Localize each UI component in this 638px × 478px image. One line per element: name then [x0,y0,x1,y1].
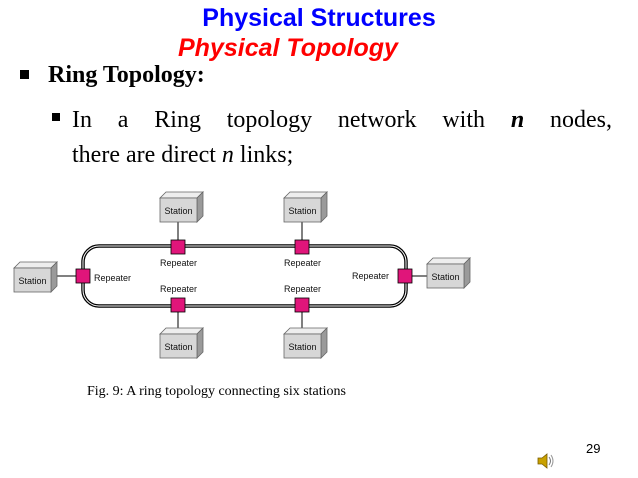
repeater-right [397,268,413,284]
station-label: Station [18,276,46,286]
repeater-bottom-left [170,297,186,313]
station-bottom-left: Station [159,327,204,359]
repeater-label: Repeater [94,273,131,283]
text-part: In a Ring topology network with [72,107,511,133]
var-n: n [221,142,234,168]
sub-bullet-marker [52,113,60,121]
repeater-label: Repeater [284,284,321,294]
repeater-left [75,268,91,284]
text-part: nodes, [524,107,613,133]
repeater-bottom-right [294,297,310,313]
station-top-right: Station [283,191,328,223]
station-left: Station [13,261,58,293]
slide-title: Physical Structures [202,4,436,32]
repeater-label: Repeater [160,258,197,268]
station-label: Station [288,342,316,352]
figure-caption: Fig. 9: A ring topology connecting six s… [87,384,346,399]
station-right: Station [426,257,471,289]
station-label: Station [164,206,192,216]
station-top-left: Station [159,191,204,223]
bullet-ring-topology: Ring Topology: [48,62,205,88]
station-label: Station [288,206,316,216]
station-label: Station [431,272,459,282]
repeater-top-left [170,239,186,255]
repeater-top-right [294,239,310,255]
sub-bullet-line-2: there are direct n links; [72,138,293,173]
repeater-label: Repeater [352,271,389,281]
bullet-marker [20,70,29,79]
speaker-icon[interactable] [536,452,556,470]
slide-subtitle: Physical Topology [178,34,398,62]
ring-topology-diagram: Station Station Station Station Station … [13,191,471,359]
repeater-label: Repeater [160,284,197,294]
page-number: 29 [586,441,601,456]
sub-bullet-line-1: In a Ring topology network with n nodes, [72,103,612,138]
station-label: Station [164,342,192,352]
station-bottom-right: Station [283,327,328,359]
text-part: there are direct [72,142,222,168]
text-part: links; [233,142,294,168]
var-n: n [510,107,525,133]
repeater-label: Repeater [284,258,321,268]
